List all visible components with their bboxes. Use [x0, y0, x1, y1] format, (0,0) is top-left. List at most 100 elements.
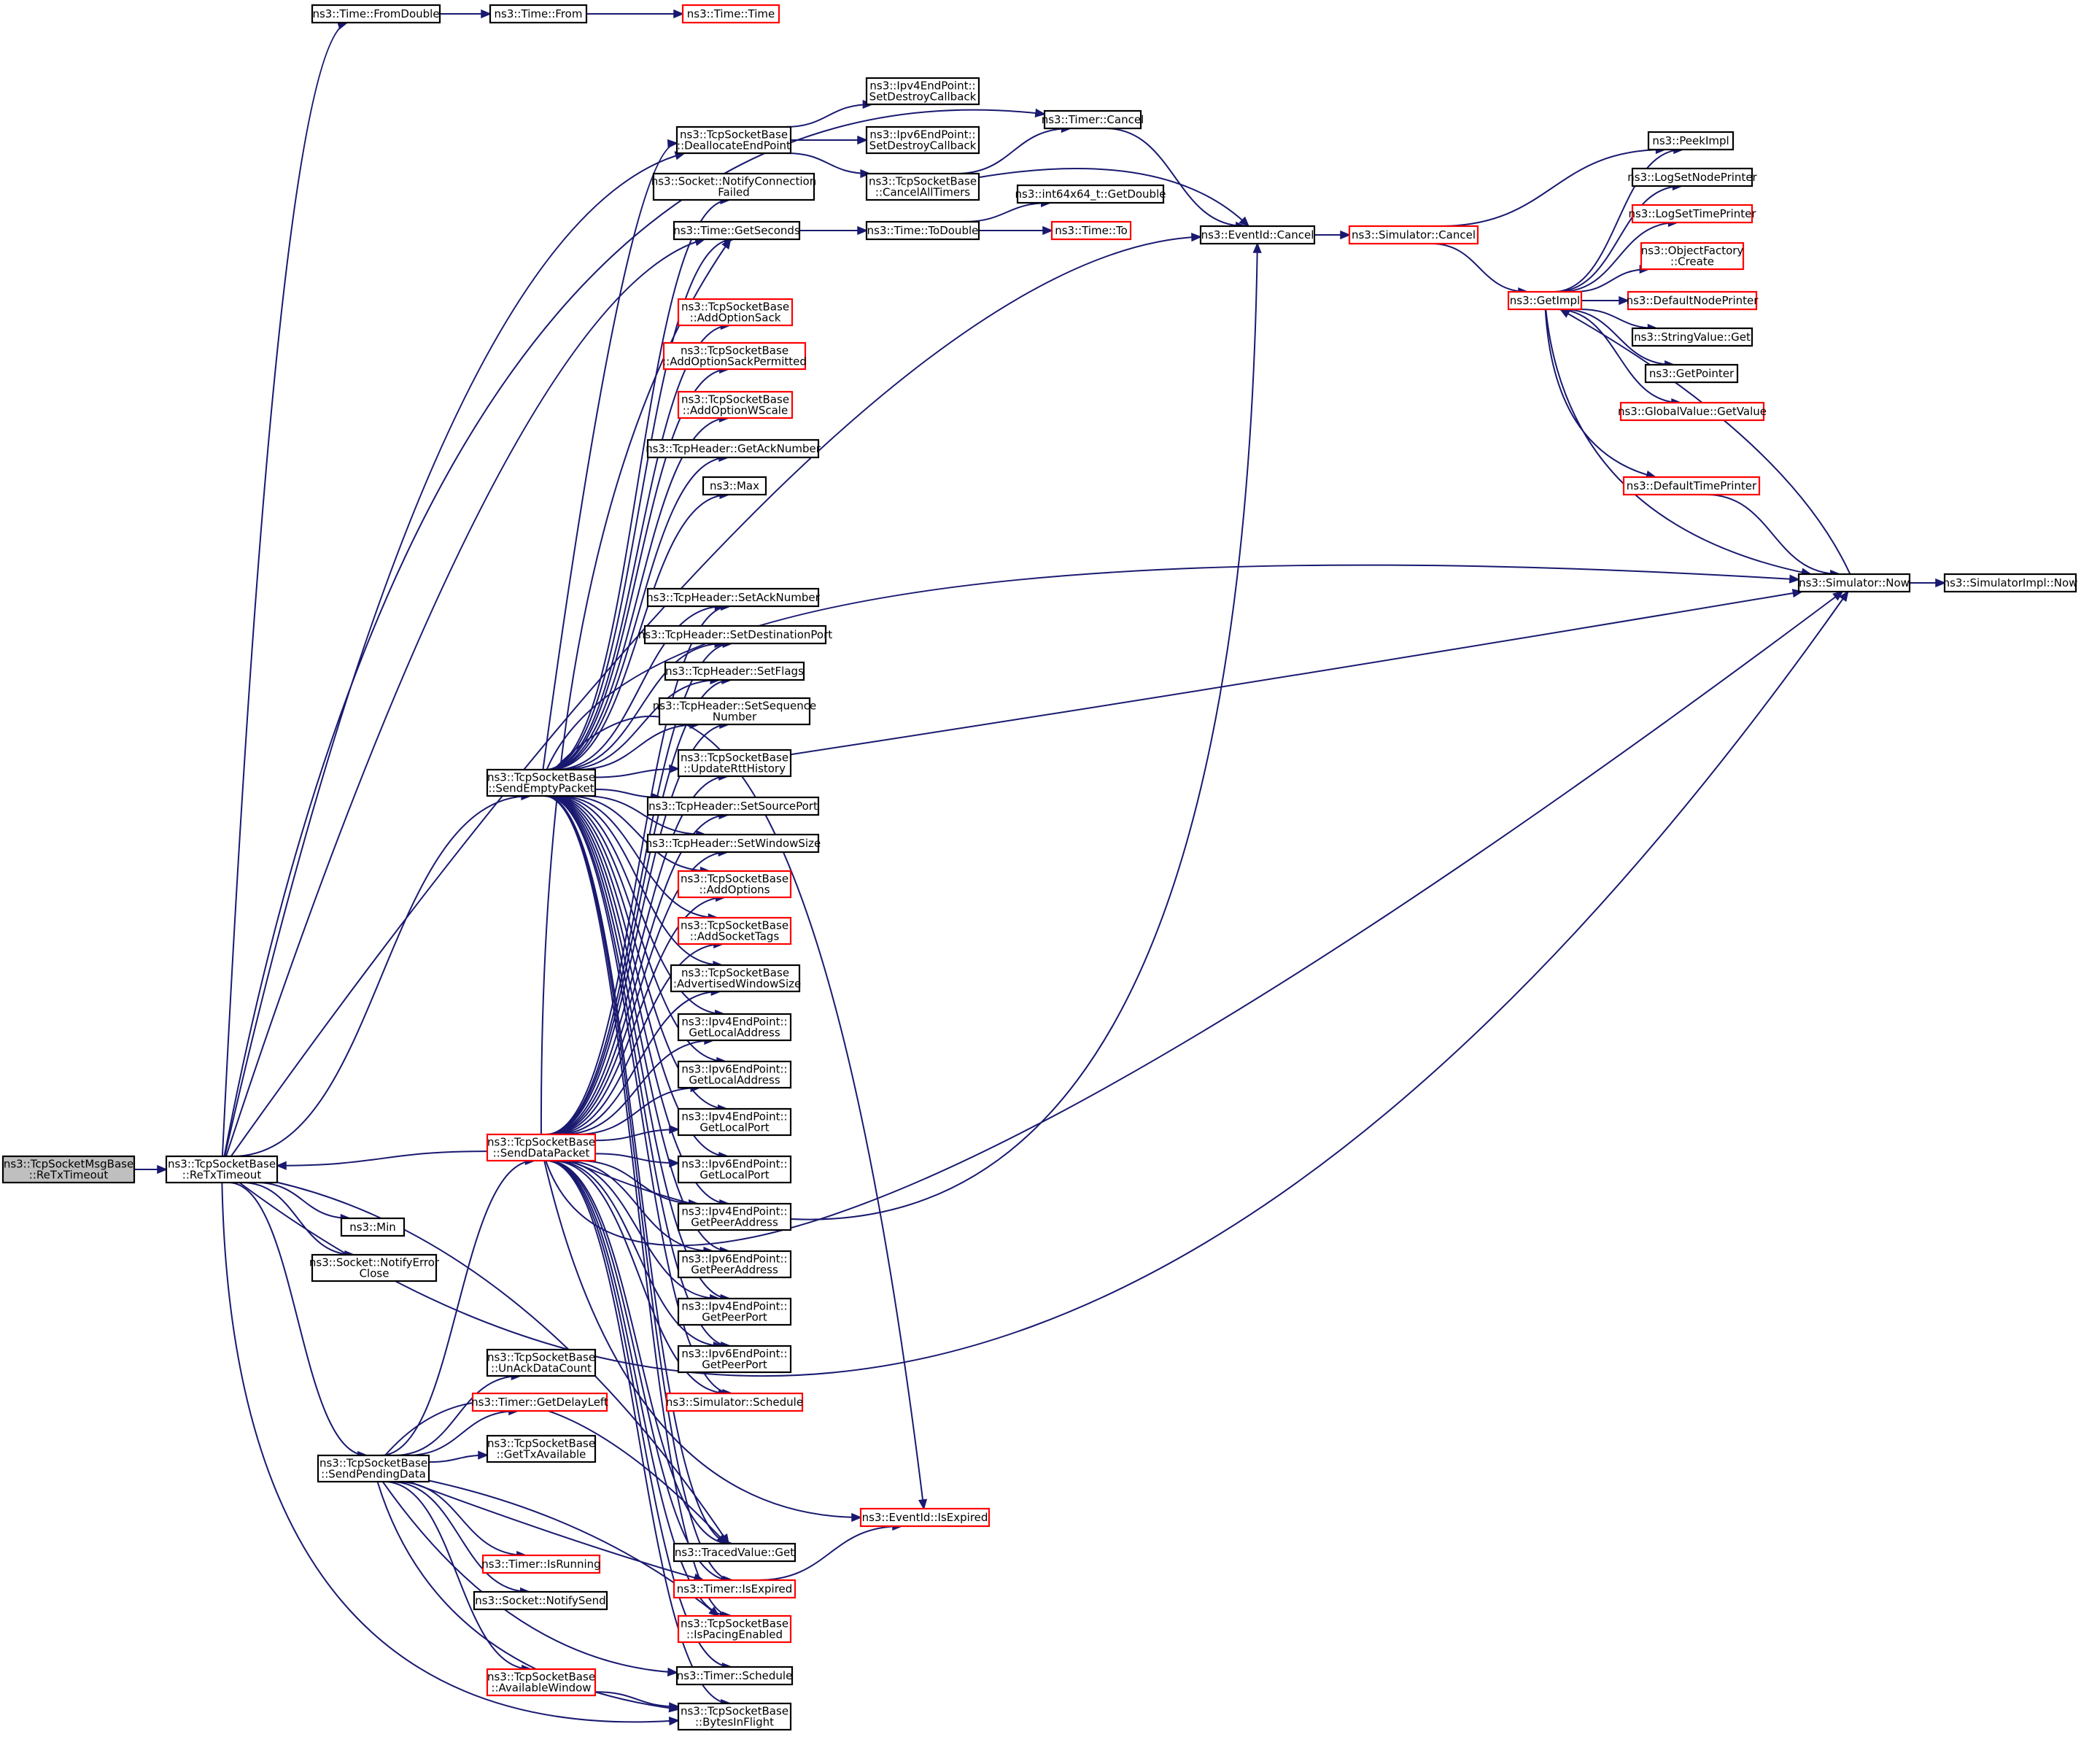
node-retx[interactable]: ns3::TcpSocketBase::ReTxTimeout	[165, 1155, 279, 1184]
node-label-logsettime-0: ns3::LogSetTimePrinter	[1628, 207, 1756, 220]
node-label-globalvalget-0: ns3::GlobalValue::GetValue	[1618, 405, 1767, 418]
arrowhead-senddata-to-retx	[276, 1161, 287, 1170]
node-box-logsettime	[1631, 204, 1753, 224]
node-focus[interactable]: ns3::TcpSocketMsgBase::ReTxTimeout	[1, 1155, 136, 1184]
node-ipv6setdestroy[interactable]: ns3::Ipv6EndPoint::SetDestroyCallback	[865, 125, 980, 155]
node-label-dealloc-1: ::DeallocateEndPoint	[677, 139, 791, 152]
node-ispacing[interactable]: ns3::TcpSocketBase::IsPacingEnabled	[677, 1614, 792, 1644]
node-getpointer[interactable]: ns3::GetPointer	[1644, 363, 1739, 384]
node-label-ipv6setdestroy-0: ns3::Ipv6EndPoint::	[869, 128, 975, 142]
edge-cancelalltimers-to-eventcancel	[978, 167, 1249, 227]
node-dealloc[interactable]: ns3::TcpSocketBase::DeallocateEndPoint	[675, 125, 792, 155]
node-eventisexpired[interactable]: ns3::EventId::IsExpired	[859, 1507, 991, 1528]
node-max[interactable]: ns3::Max	[702, 476, 767, 496]
node-ipv4localaddr[interactable]: ns3::Ipv4EndPoint::GetLocalAddress	[677, 1013, 792, 1042]
node-sendpending[interactable]: ns3::TcpSocketBase::SendPendingData	[317, 1454, 430, 1483]
node-defnodeprinter[interactable]: ns3::DefaultNodePrinter	[1627, 290, 1759, 311]
node-setdestport[interactable]: ns3::TcpHeader::SetDestinationPort	[638, 624, 832, 645]
node-stringvalget[interactable]: ns3::StringValue::Get	[1631, 327, 1753, 347]
node-label-notifyconn-1: Failed	[718, 186, 750, 199]
node-from[interactable]: ns3::Time::From	[489, 4, 588, 24]
node-getseconds[interactable]: ns3::Time::GetSeconds	[673, 220, 801, 241]
node-box-getseconds	[673, 220, 801, 241]
node-deftimeprinter[interactable]: ns3::DefaultTimePrinter	[1622, 476, 1761, 496]
node-setflags[interactable]: ns3::TcpHeader::SetFlags	[664, 661, 805, 681]
node-label-ipv4peerport-1: GetPeerPort	[702, 1311, 767, 1324]
node-updatertt[interactable]: ns3::TcpSocketBase::UpdateRttHistory	[677, 748, 792, 778]
node-label-sendempty-1: ::SendEmptyPacket	[488, 782, 594, 795]
edge-simcancel-to-getimpl	[1430, 243, 1528, 293]
node-getdelayleft[interactable]: ns3::Timer::GetDelayLeft	[471, 1392, 608, 1412]
node-cancelalltimers[interactable]: ns3::TcpSocketBase::CancelAllTimers	[865, 172, 980, 201]
node-box-setdestport	[643, 624, 827, 645]
node-getimpl[interactable]: ns3::GetImpl	[1507, 290, 1583, 311]
node-box-globalvalget	[1619, 401, 1765, 422]
node-todouble[interactable]: ns3::Time::ToDouble	[865, 220, 980, 241]
node-addoptwscale[interactable]: ns3::TcpSocketBase::AddOptionWScale	[677, 390, 794, 419]
node-label-retx-0: ns3::TcpSocketBase	[168, 1158, 276, 1171]
node-label-deftimeprinter-0: ns3::DefaultTimePrinter	[1627, 479, 1757, 492]
node-addsockettags[interactable]: ns3::TcpSocketBase::AddSocketTags	[677, 916, 792, 945]
node-ipv6localaddr[interactable]: ns3::Ipv6EndPoint::GetLocalAddress	[677, 1060, 792, 1089]
node-bytesinflight[interactable]: ns3::TcpSocketBase::BytesInFlight	[677, 1702, 792, 1731]
node-getacknum[interactable]: ns3::TcpHeader::GetAckNumber	[646, 438, 821, 459]
node-setacknum[interactable]: ns3::TcpHeader::SetAckNumber	[646, 587, 821, 608]
node-simcancel[interactable]: ns3::Simulator::Cancel	[1348, 225, 1479, 245]
edge-sendempty-to-setseq	[576, 724, 700, 770]
node-min[interactable]: ns3::Min	[340, 1217, 406, 1237]
node-ipv6peerport[interactable]: ns3::Ipv6EndPoint::GetPeerPort	[677, 1345, 792, 1374]
node-ipv4localport[interactable]: ns3::Ipv4EndPoint::GetLocalPort	[677, 1107, 792, 1137]
node-int64getdouble[interactable]: ns3::int64x64_t::GetDouble	[1015, 184, 1166, 204]
node-ipv6peeraddr[interactable]: ns3::Ipv6EndPoint::GetPeerAddress	[677, 1250, 792, 1279]
node-box-time	[681, 4, 780, 24]
node-addoptsackperm[interactable]: ns3::TcpSocketBase::AddOptionSackPermitt…	[662, 341, 807, 371]
node-timerschedule[interactable]: ns3::Timer::Schedule	[675, 1666, 794, 1686]
node-sendempty[interactable]: ns3::TcpSocketBase::SendEmptyPacket	[486, 768, 597, 797]
node-isrunning[interactable]: ns3::Timer::IsRunning	[481, 1554, 601, 1574]
node-senddata[interactable]: ns3::TcpSocketBase::SendDataPacket	[486, 1133, 597, 1162]
node-ipv6localport[interactable]: ns3::Ipv6EndPoint::GetLocalPort	[677, 1155, 792, 1184]
node-label-simschedule-0: ns3::Simulator::Schedule	[666, 1396, 803, 1409]
node-addoptions[interactable]: ns3::TcpSocketBase::AddOptions	[677, 870, 792, 899]
node-advwinsize[interactable]: ns3::TcpSocketBase::AdvertisedWindowSize	[670, 964, 801, 993]
node-notifysend[interactable]: ns3::Socket::NotifySend	[473, 1590, 608, 1611]
edge-senddata-to-ipv6peeraddr	[562, 1160, 713, 1252]
node-peekimpl[interactable]: ns3::PeekImpl	[1647, 131, 1735, 151]
node-globalvalget[interactable]: ns3::GlobalValue::GetValue	[1618, 401, 1767, 422]
node-gettxavail[interactable]: ns3::TcpSocketBase::GetTxAvailable	[486, 1434, 597, 1463]
node-eventcancel[interactable]: ns3::EventId::Cancel	[1199, 225, 1316, 245]
node-logsettime[interactable]: ns3::LogSetTimePrinter	[1628, 204, 1756, 224]
node-label-ipv6peerport-1: GetPeerPort	[702, 1358, 767, 1372]
arrowhead-retx-to-simnow	[1839, 590, 1849, 602]
node-timeto[interactable]: ns3::Time::To	[1050, 220, 1132, 241]
node-fromdouble[interactable]: ns3::Time::FromDouble	[311, 4, 441, 24]
node-time[interactable]: ns3::Time::Time	[681, 4, 780, 24]
node-setwinsize[interactable]: ns3::TcpHeader::SetWindowSize	[646, 833, 821, 854]
node-ipv4peerport[interactable]: ns3::Ipv4EndPoint::GetPeerPort	[677, 1297, 792, 1326]
node-simschedule[interactable]: ns3::Simulator::Schedule	[665, 1392, 804, 1412]
node-ipv4peeraddr[interactable]: ns3::Ipv4EndPoint::GetPeerAddress	[677, 1202, 792, 1231]
node-availwindow[interactable]: ns3::TcpSocketBase::AvailableWindow	[486, 1668, 597, 1697]
edge-retx-to-sendempty	[232, 795, 531, 1157]
node-label-fromdouble-0: ns3::Time::FromDouble	[312, 7, 439, 20]
node-simimplnow[interactable]: ns3::SimulatorImpl::Now	[1943, 573, 2078, 593]
node-ipv4setdestroy[interactable]: ns3::Ipv4EndPoint::SetDestroyCallback	[865, 77, 980, 106]
arrowhead-simnow-to-getimpl	[1559, 309, 1571, 318]
edge-getimpl-to-deftimeprinter	[1544, 309, 1656, 478]
node-addoptsack[interactable]: ns3::TcpSocketBase::AddOptionSack	[677, 298, 794, 327]
node-timerisexpired[interactable]: ns3::Timer::IsExpired	[673, 1579, 797, 1599]
edge-retx-to-bytesinflight	[221, 1182, 679, 1723]
node-unack[interactable]: ns3::TcpSocketBase::UnAckDataCount	[486, 1348, 597, 1377]
node-box-advwinsize	[670, 964, 801, 993]
node-logsetnode[interactable]: ns3::LogSetNodePrinter	[1627, 167, 1758, 187]
node-timercancel[interactable]: ns3::Timer::Cancel	[1042, 109, 1144, 130]
edge-getimpl-to-globalvalget	[1556, 309, 1681, 403]
node-label-addoptsack-0: ns3::TcpSocketBase	[681, 301, 789, 314]
node-objfactory[interactable]: ns3::ObjectFactory::Create	[1640, 241, 1745, 271]
node-setsrcport[interactable]: ns3::TcpHeader::SetSourcePort	[646, 796, 820, 816]
node-tracedget[interactable]: ns3::TracedValue::Get	[673, 1542, 797, 1563]
node-simnow[interactable]: ns3::Simulator::Now	[1797, 573, 1911, 593]
